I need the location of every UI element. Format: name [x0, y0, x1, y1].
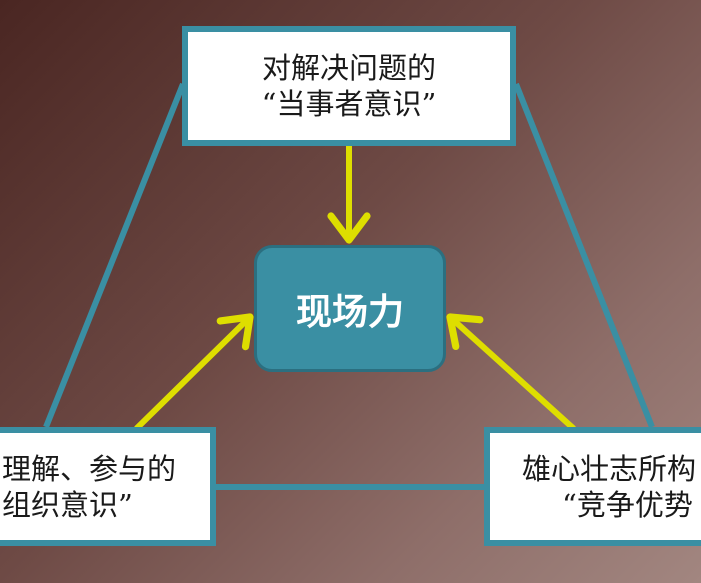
top-node-line2: “当事者意识”	[261, 87, 437, 121]
right-node-box: 雄心壮志所构 “竞争优势	[484, 427, 701, 546]
frame-line-left	[43, 82, 186, 429]
left-node-line2: 组织意识”	[2, 487, 133, 522]
right-node-line1: 雄心壮志所构	[522, 451, 697, 486]
arrow-left-to-center	[134, 313, 254, 431]
top-node-line1: 对解决问题的	[261, 51, 436, 85]
frame-line-right	[513, 82, 655, 429]
left-node-box: 理解、参与的 组织意识”	[0, 427, 216, 546]
right-node-line2: “竞争优势	[562, 487, 693, 522]
center-node-box: 现场力	[254, 245, 446, 372]
top-node-box: 对解决问题的 “当事者意识”	[182, 26, 516, 146]
left-node-line1: 理解、参与的	[2, 451, 177, 486]
center-node-label: 现场力	[295, 291, 404, 333]
arrow-right-to-center	[446, 313, 576, 431]
